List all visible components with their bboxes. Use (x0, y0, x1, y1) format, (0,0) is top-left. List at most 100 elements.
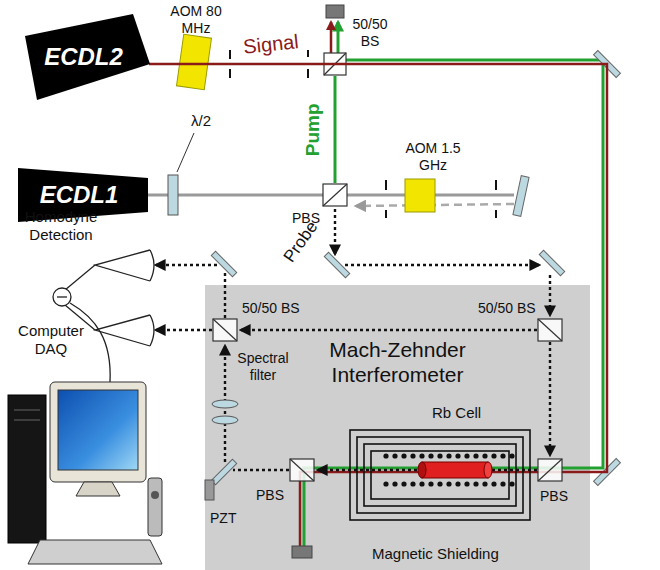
coil-winding (437, 453, 442, 458)
coil-winding (383, 453, 514, 486)
coil-winding (455, 453, 460, 458)
coil-winding (482, 481, 487, 486)
coil-winding (464, 453, 469, 458)
spectral-filter (212, 416, 238, 424)
part-label: AOM 1.5 GHz (405, 140, 461, 173)
coil-winding (473, 453, 478, 458)
beam-splitter (538, 459, 562, 481)
coil-winding (419, 453, 424, 458)
pump-beam (304, 22, 603, 546)
beam-splitter (538, 459, 562, 481)
mirror (594, 51, 621, 78)
coil-winding (392, 481, 397, 486)
mirror (539, 250, 564, 275)
coil-winding (401, 481, 406, 486)
rb-cell (484, 462, 492, 478)
magnetic-shielding (350, 430, 530, 520)
beam-splitter (538, 319, 562, 341)
magnetic-shielding (364, 444, 516, 506)
mirror (211, 51, 620, 486)
coil-winding (392, 453, 397, 458)
probe-beam (156, 209, 550, 470)
signal-beam (300, 472, 590, 546)
coil-winding (482, 453, 487, 458)
beam-splitter (323, 184, 347, 206)
coil-winding (419, 481, 424, 486)
iris (229, 50, 231, 59)
rb-cell (418, 462, 492, 478)
mirror (594, 459, 621, 486)
photodetector (53, 250, 154, 382)
waveplate (168, 175, 178, 215)
computer (14, 420, 40, 421)
coil-winding (509, 453, 514, 458)
coil-winding (383, 453, 388, 458)
interferometer-ground (205, 285, 590, 570)
coil-winding (500, 453, 505, 458)
photodetector (70, 303, 110, 382)
beam-splitter (213, 53, 562, 481)
computer (14, 410, 40, 411)
beam-dump (326, 5, 344, 18)
part-label: λ/2 (186, 112, 216, 130)
part-label: Probe (278, 216, 323, 268)
rb-cell (422, 462, 488, 478)
coil-winding (428, 481, 433, 486)
laser-outline (25, 14, 150, 100)
beam-splitter (213, 319, 237, 341)
rb-cell (418, 462, 426, 478)
aom-crystal (177, 34, 435, 212)
part-label: Signal (235, 29, 307, 60)
iris (229, 69, 231, 78)
pzt-actuator (205, 480, 214, 500)
computer (8, 395, 46, 543)
coil-winding (491, 453, 496, 458)
interferometer-region: Mach-Zehnder Interferometer (205, 285, 590, 570)
computer (148, 478, 162, 536)
probe-beam (549, 275, 551, 315)
signal-beam (149, 64, 607, 472)
iris (307, 69, 309, 78)
iris (495, 210, 497, 218)
iris (385, 180, 387, 190)
photodetector (150, 250, 154, 281)
part-label: PBS (256, 487, 284, 504)
part-label: Spectral filter (232, 350, 294, 383)
iris (230, 50, 496, 218)
photodetector (57, 296, 67, 297)
coil-winding (473, 481, 478, 486)
coil-winding (464, 481, 469, 486)
coil-winding (455, 481, 460, 486)
pump-beam (337, 22, 340, 53)
probe-beam (549, 342, 551, 455)
part-label: Computer DAQ (6, 322, 96, 357)
coil-winding (410, 481, 415, 486)
aom-crystal (177, 34, 212, 89)
magnetic-shielding (350, 430, 530, 520)
beam-splitter (290, 459, 314, 481)
computer (8, 382, 162, 564)
beam-dump (292, 546, 312, 558)
part-label: 50/50 BS (478, 300, 536, 317)
computer (58, 390, 138, 470)
part-label: Homodyne Detection (6, 208, 116, 243)
beam-splitter (538, 319, 562, 341)
beam-splitter (323, 184, 347, 206)
photodetector (65, 265, 95, 290)
coil-winding (446, 481, 451, 486)
laser-head: ECDL2 (25, 14, 150, 100)
mirror (513, 176, 529, 217)
node-text: Mach-Zehnder Interferometer (308, 337, 488, 387)
computer (50, 382, 146, 482)
part-label: Magnetic Shielding (372, 545, 499, 563)
probe-beam (334, 209, 336, 254)
coil-winding (491, 481, 496, 486)
iris (385, 210, 387, 218)
part-label: Rb Cell (432, 404, 481, 422)
beam-splitter (324, 53, 346, 75)
coil-winding (410, 453, 415, 458)
